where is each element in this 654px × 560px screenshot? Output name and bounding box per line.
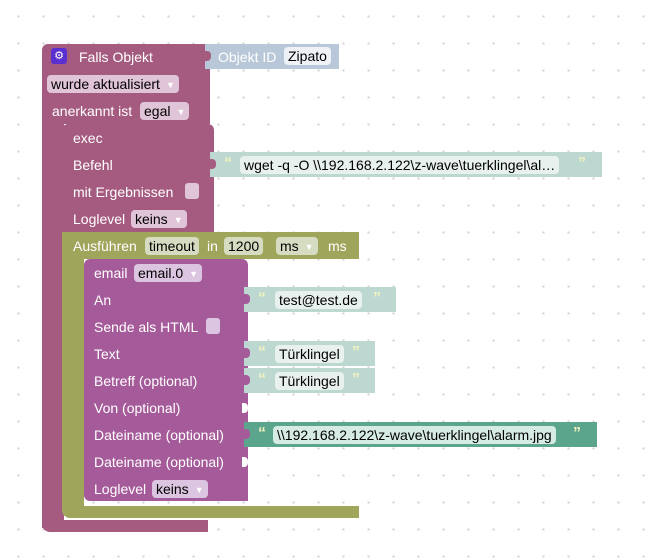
gear-icon[interactable]: ⚙ <box>51 48 67 64</box>
timeout-spine <box>62 258 84 508</box>
timeout-bottom <box>62 506 359 518</box>
email-loglevel-label: Loglevel <box>94 481 147 497</box>
open-quote-icon: “ <box>258 425 266 442</box>
chevron-down-icon: ▼ <box>194 485 204 495</box>
subject-label: Betreff (optional) <box>94 373 198 389</box>
object-id-label: Objekt ID <box>218 49 277 65</box>
from-label: Von (optional) <box>94 400 181 416</box>
timeout-unit-value: ms <box>280 238 299 254</box>
condition-value: wurde aktualisiert <box>51 76 160 92</box>
ack-value: egal <box>144 103 171 119</box>
text-connector <box>244 348 250 358</box>
to-value[interactable]: test@test.de <box>275 291 362 309</box>
file1-label: Dateiname (optional) <box>94 427 224 443</box>
email-loglevel-dropdown[interactable]: keins ▼ <box>152 480 208 498</box>
trigger-block-spine <box>42 120 64 528</box>
email-loglevel-value: keins <box>156 481 189 497</box>
close-quote-icon: ” <box>352 344 360 361</box>
close-quote-icon: ” <box>573 425 581 442</box>
exec-loglevel-label: Loglevel <box>73 211 126 227</box>
to-connector <box>244 294 250 304</box>
close-quote-icon: ” <box>578 155 586 172</box>
timeout-unit-dropdown[interactable]: ms ▼ <box>276 237 318 255</box>
close-quote-icon: ” <box>373 290 381 307</box>
command-value[interactable]: wget -q -O \\192.168.2.122\z-wave\tuerkl… <box>240 156 560 174</box>
object-id-value[interactable]: Zipato <box>284 47 331 65</box>
email-block[interactable] <box>84 259 248 501</box>
file2-connector <box>242 457 248 467</box>
email-instance-dropdown[interactable]: email.0 ▼ <box>134 264 203 282</box>
chevron-down-icon: ▼ <box>173 215 183 225</box>
to-label: An <box>94 292 112 308</box>
command-connector <box>210 159 216 169</box>
text-label: Text <box>94 346 120 362</box>
subject-connector <box>244 375 250 385</box>
exec-title: exec <box>73 130 103 146</box>
open-quote-icon: “ <box>258 371 266 388</box>
trigger-block-bottom <box>42 520 208 532</box>
file1-value[interactable]: \\192.168.2.122\z-wave\tuerklingel\alarm… <box>273 426 556 444</box>
subject-value[interactable]: Türklingel <box>275 372 344 390</box>
with-results-checkbox[interactable] <box>185 183 199 199</box>
email-instance-value: email.0 <box>138 265 184 281</box>
close-quote-icon: ” <box>352 371 360 388</box>
html-checkbox[interactable] <box>206 318 220 334</box>
ack-label: anerkannt ist <box>52 103 133 119</box>
timeout-label: Ausführen <box>73 238 137 254</box>
chevron-down-icon: ▼ <box>165 80 175 90</box>
chevron-down-icon: ▼ <box>304 242 314 252</box>
chevron-down-icon: ▼ <box>189 269 199 279</box>
command-label: Befehl <box>73 157 113 173</box>
email-title: email <box>94 265 128 281</box>
text-value[interactable]: Türklingel <box>275 345 344 363</box>
trigger-title: Falls Objekt <box>79 49 153 65</box>
exec-loglevel-value: keins <box>135 211 168 227</box>
exec-loglevel-dropdown[interactable]: keins ▼ <box>131 210 187 228</box>
ack-dropdown[interactable]: egal ▼ <box>140 102 190 120</box>
with-results-label: mit Ergebnissen <box>73 184 174 200</box>
file2-label: Dateiname (optional) <box>94 454 224 470</box>
condition-dropdown[interactable]: wurde aktualisiert ▼ <box>47 75 179 93</box>
timeout-name[interactable]: timeout <box>145 237 199 255</box>
file1-connector <box>244 429 250 439</box>
open-quote-icon: “ <box>224 155 232 172</box>
timeout-value[interactable]: 1200 <box>224 237 264 255</box>
open-quote-icon: “ <box>258 290 266 307</box>
from-connector <box>242 403 248 413</box>
object-id-connector <box>205 51 211 61</box>
timeout-unit-label: ms <box>328 238 347 254</box>
timeout-in-label: in <box>207 238 218 254</box>
chevron-down-icon: ▼ <box>176 107 186 117</box>
html-label: Sende als HTML <box>94 319 199 335</box>
open-quote-icon: “ <box>258 344 266 361</box>
